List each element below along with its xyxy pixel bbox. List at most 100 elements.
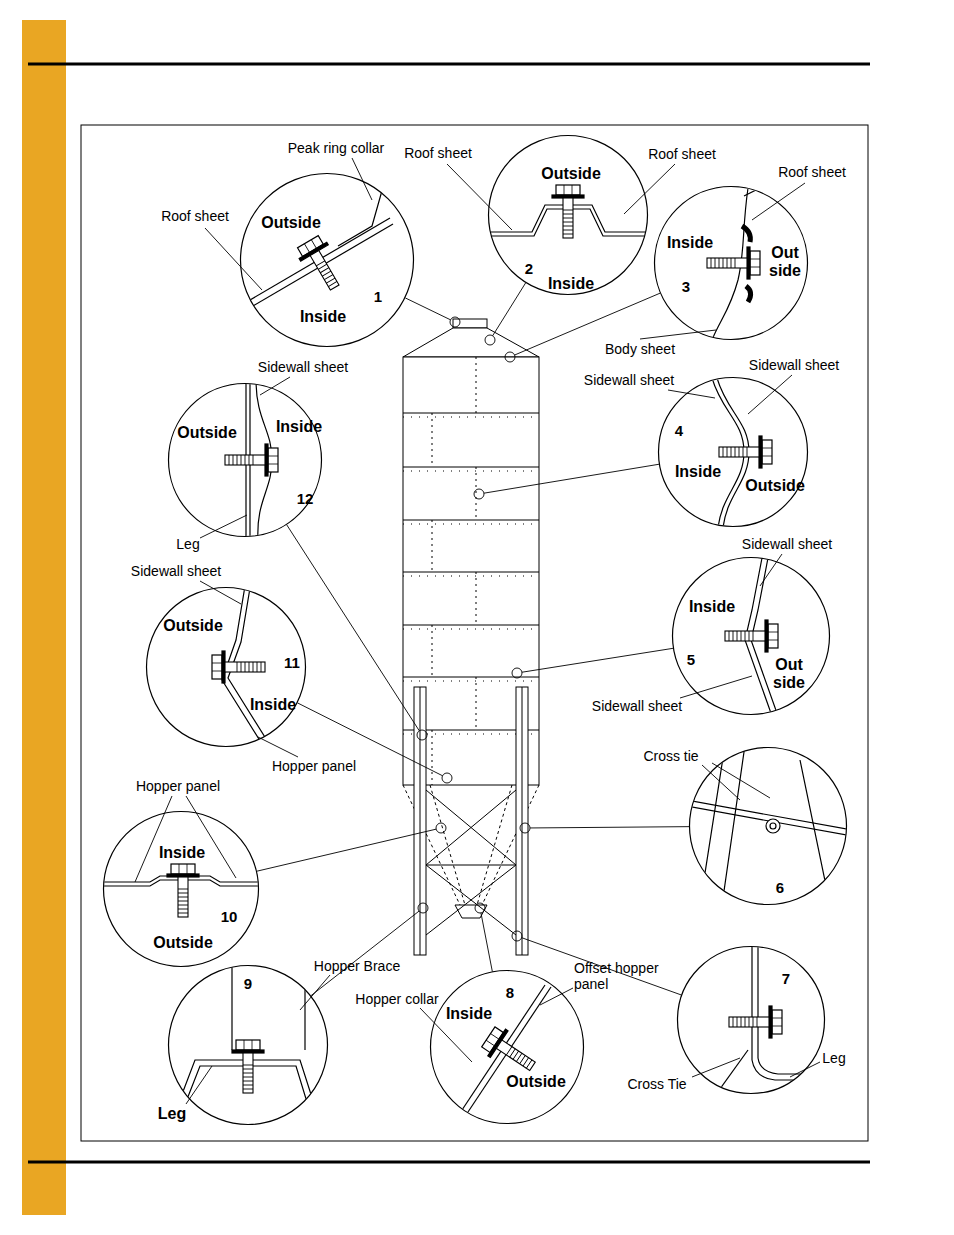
circle-outline [677,946,825,1094]
joint-detail [176,960,316,1112]
joint-detail [250,180,393,306]
circle-outline [168,383,322,537]
part-name: Peak ring collar [288,140,385,156]
part-leader [186,1066,212,1104]
part-leader [447,164,512,230]
bin-drawing [432,357,476,785]
joint-detail [232,960,305,1050]
detail-circle: 4InsideOutside [658,377,808,527]
part-leader [668,390,715,398]
rule-line [28,63,870,66]
circle-outline [431,971,584,1124]
leader-line [475,903,485,913]
callout-number: 7 [782,970,790,987]
joint-detail [712,378,772,528]
part-name: Sidewall sheet [258,359,348,375]
part-name: Cross Tie [627,1076,686,1092]
joint-detail [212,586,268,744]
circle-outline [488,135,648,295]
joint-detail [225,444,278,476]
bin-drawing [403,413,539,730]
joint-detail [686,800,852,836]
bin-drawing [522,687,523,955]
circle-outline [690,748,847,905]
circle-outline [678,947,825,1094]
side-label: Inside [667,234,713,252]
rule-line [28,1161,870,1164]
part-leader [205,228,262,290]
part-leader [352,158,372,200]
callout-number: 8 [506,984,514,1001]
side-label: Inside [548,275,594,293]
bin-drawing [516,687,528,955]
circle-outline [241,174,414,347]
side-label: Inside [276,418,322,436]
leader-line [493,283,526,336]
leader-line [287,525,420,731]
part-name: Roof sheet [648,146,716,162]
leader-line [520,823,530,833]
side-label: Out side [768,656,810,693]
part-leader [200,581,241,604]
side-label: Outside [177,424,237,442]
leader-line [257,283,689,996]
joint-detail [700,745,830,905]
leader-line [257,829,436,871]
detail-circle: Inside10Outside [103,811,259,967]
part-leader [702,763,770,800]
page-bar [22,20,66,1215]
leader-line [405,298,450,320]
part-leader [752,183,805,220]
leader-line [485,335,495,345]
detail-circle: InsideOut side 3 [654,186,808,340]
page-bar [22,20,66,1215]
callout-number: 5 [687,651,695,668]
callout-number: 9 [244,975,252,992]
part-name: Roof sheet [778,164,846,180]
circle-outline [673,558,830,715]
part-name: Leg [158,1105,186,1123]
side-label: Inside [250,696,296,714]
side-label: Inside [675,463,721,481]
detail-circle: Inside8Outside [430,970,584,1124]
circle-outline [146,587,306,747]
part-name: Leg [822,1050,845,1066]
leader-line [436,823,446,833]
circle-outline [169,966,328,1125]
callout-number: 3 [682,278,690,295]
part-name: Sidewall sheet [592,698,682,714]
joint-detail [294,234,348,296]
bin-drawing [420,687,421,955]
leader-line [417,730,427,740]
joint-detail [100,864,262,917]
callout-number: 2 [525,260,533,277]
detail-circle: Outside 2Inside [488,135,648,295]
joint-detail [232,1040,264,1093]
detail-circle: 7 [677,946,825,1094]
side-label: Inside [300,308,346,326]
side-label: Outside [745,477,805,495]
joint-detail [719,436,772,468]
part-name: Sidewall sheet [584,372,674,388]
part-name: Offset hopper panel [574,960,670,992]
joint-detail [458,985,545,1116]
joint-detail [766,819,780,833]
bin-drawing [403,319,539,955]
leader-line [512,931,522,941]
side-label: Out side [764,244,806,281]
leader-line [442,773,452,783]
leader-line [450,317,460,327]
detail-circle: Outside11Inside [146,587,306,747]
part-name: Cross tie [643,748,698,764]
joint-detail [725,620,778,652]
joint-detail [167,864,199,917]
part-name: Sidewall sheet [742,536,832,552]
bin-drawing [455,905,487,918]
part-name: Hopper panel [136,778,220,794]
leader-line [311,911,419,996]
side-label: Outside [541,165,601,183]
circle-outline [104,812,259,967]
leader-line [505,352,515,362]
part-name: Hopper Brace [314,958,400,974]
